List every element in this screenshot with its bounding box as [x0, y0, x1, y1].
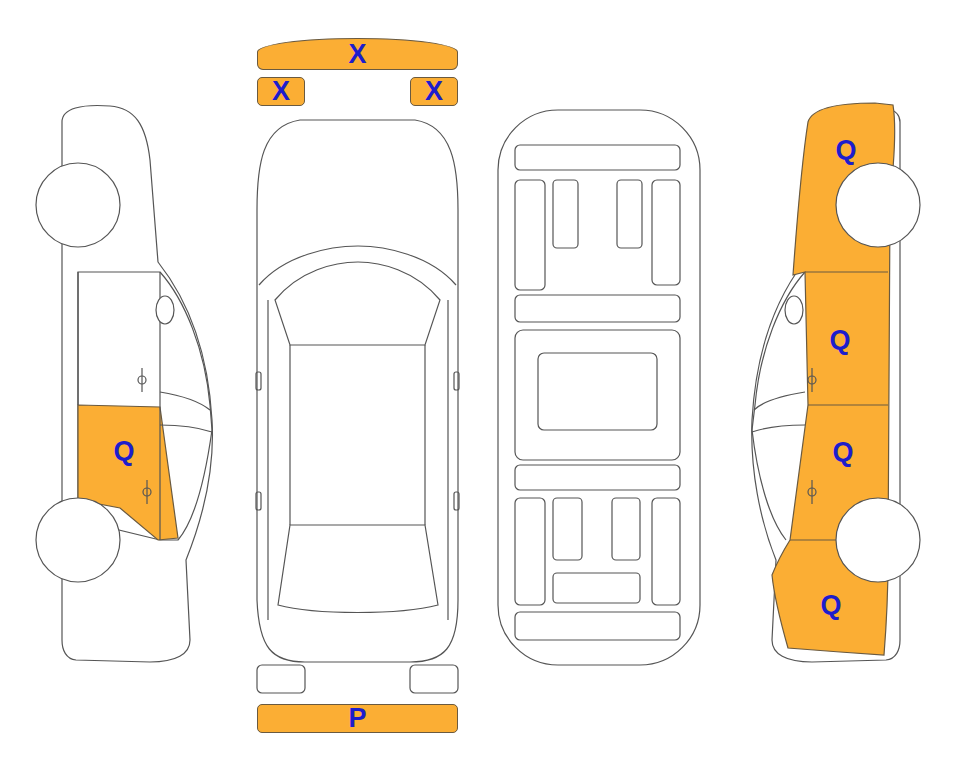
damage-code: X — [425, 78, 443, 105]
damage-code: P — [348, 705, 366, 732]
damaged-area: Q — [831, 135, 860, 166]
damaged-area: Q — [825, 325, 854, 356]
damage-code: Q — [835, 137, 856, 164]
damage-code: Q — [113, 438, 134, 465]
bumper-panel: P — [257, 704, 458, 733]
damaged-area: Q — [109, 436, 138, 467]
damage-code: Q — [832, 439, 853, 466]
damage-code: Q — [829, 327, 850, 354]
damage-code: Q — [820, 592, 841, 619]
damage-code: X — [272, 78, 290, 105]
bumper-corner-panel: X — [410, 77, 458, 106]
bumper-corner-panel: X — [257, 77, 305, 106]
damaged-area: Q — [816, 590, 845, 621]
bumper-panel: X — [257, 38, 458, 70]
damage-code: X — [348, 41, 366, 68]
damaged-area: Q — [828, 437, 857, 468]
